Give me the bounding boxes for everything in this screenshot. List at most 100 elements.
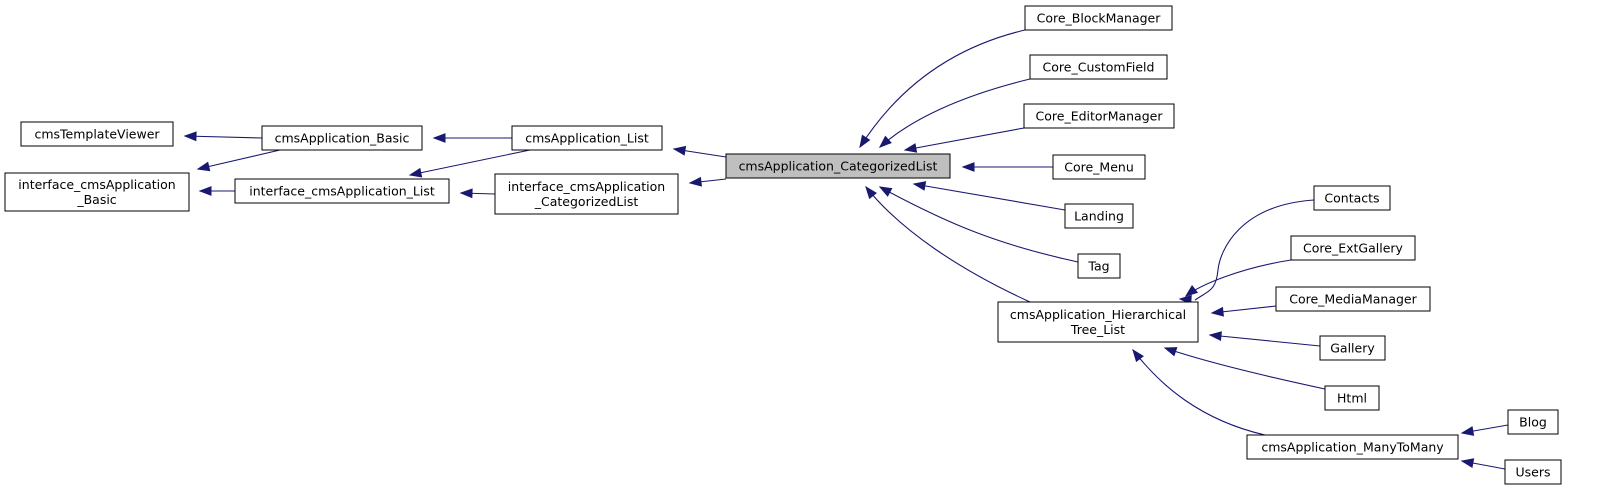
class-node-core-blockmanager[interactable]: Core_BlockManager bbox=[1024, 5, 1173, 31]
class-node-cmsapplication-list[interactable]: cmsApplication_List bbox=[511, 125, 663, 151]
arrowhead bbox=[865, 185, 877, 200]
node-box bbox=[1290, 235, 1416, 261]
node-label: Tag bbox=[1087, 259, 1109, 274]
arrowhead bbox=[1132, 348, 1144, 363]
arrowhead bbox=[859, 134, 871, 149]
arrowhead bbox=[408, 167, 423, 178]
node-label: interface_cmsApplication bbox=[18, 177, 175, 192]
class-node-core-customfield[interactable]: Core_CustomField bbox=[1029, 54, 1168, 80]
edge-core-extgallery-to-hier-tree bbox=[1184, 259, 1292, 297]
node-box bbox=[1324, 385, 1380, 411]
class-node-core-extgallery[interactable]: Core_ExtGallery bbox=[1290, 235, 1416, 261]
node-label: cmsApplication_Hierarchical bbox=[1010, 307, 1186, 322]
node-label: Landing bbox=[1074, 209, 1124, 224]
edge-core-blockmanager-to-cmsapplication-categorizedlist bbox=[859, 29, 1026, 149]
class-node-cmsapplication-basic[interactable]: cmsApplication_Basic bbox=[261, 125, 423, 151]
edge-gallery-to-hier-tree bbox=[1208, 331, 1321, 347]
node-box bbox=[494, 173, 679, 215]
edge-core-customfield-to-cmsapplication-categorizedlist bbox=[878, 78, 1031, 148]
edge-core-editormanager-to-cmsapplication-categorizedlist bbox=[903, 127, 1025, 153]
node-box bbox=[1275, 286, 1431, 312]
arrowhead bbox=[878, 186, 893, 197]
edge-iface-list-to-iface-basic bbox=[198, 186, 235, 196]
node-label: interface_cmsApplication_List bbox=[249, 184, 435, 199]
node-box bbox=[725, 153, 951, 179]
class-node-core-editormanager[interactable]: Core_EditorManager bbox=[1023, 103, 1175, 129]
edge-blog-to-cmsapplication-manytomany bbox=[1460, 424, 1509, 436]
node-label: interface_cmsApplication bbox=[508, 179, 665, 194]
class-node-iface-list[interactable]: interface_cmsApplication_List bbox=[234, 178, 450, 204]
arrowhead bbox=[183, 131, 197, 142]
class-node-contacts[interactable]: Contacts bbox=[1313, 185, 1391, 211]
node-box bbox=[4, 172, 190, 212]
class-node-tag[interactable]: Tag bbox=[1077, 253, 1121, 279]
class-node-cmstemplateviewer[interactable]: cmsTemplateViewer bbox=[20, 121, 174, 147]
node-box bbox=[261, 125, 423, 151]
node-label: Core_CustomField bbox=[1043, 60, 1155, 75]
node-box bbox=[511, 125, 663, 151]
node-box bbox=[1024, 5, 1173, 31]
node-label: Core_MediaManager bbox=[1289, 292, 1417, 307]
node-box bbox=[1507, 409, 1559, 435]
arrowhead bbox=[688, 176, 702, 187]
arrowhead bbox=[672, 145, 687, 156]
node-label: _CategorizedList bbox=[534, 194, 639, 209]
edge-cmsapplication-list-to-iface-list bbox=[408, 149, 531, 178]
edge-iface-catlist-to-iface-list bbox=[459, 188, 496, 199]
class-node-iface-basic[interactable]: interface_cmsApplication_Basic bbox=[4, 172, 190, 212]
edge-html-to-hier-tree bbox=[1163, 347, 1326, 390]
node-box bbox=[1029, 54, 1168, 80]
node-label: Core_BlockManager bbox=[1037, 11, 1162, 26]
node-box bbox=[1077, 253, 1121, 279]
arrowhead bbox=[1184, 285, 1199, 297]
arrowhead bbox=[432, 133, 446, 143]
arrowhead bbox=[878, 135, 892, 148]
node-label: cmsApplication_ManyToMany bbox=[1261, 440, 1444, 455]
node-label: Blog bbox=[1519, 415, 1547, 430]
edge-users-to-cmsapplication-manytomany bbox=[1460, 458, 1506, 470]
node-label: Tree_List bbox=[1070, 322, 1125, 337]
node-box bbox=[997, 301, 1199, 343]
arrowhead bbox=[1163, 347, 1178, 357]
edge-cmsapplication-categorizedlist-to-iface-catlist bbox=[688, 176, 727, 187]
node-box bbox=[1319, 335, 1386, 361]
edge-core-menu-to-cmsapplication-categorizedlist bbox=[961, 162, 1053, 172]
edge-cmsapplication-basic-to-iface-basic bbox=[196, 149, 281, 172]
node-box bbox=[1052, 154, 1146, 180]
node-box bbox=[1504, 459, 1562, 485]
node-box bbox=[20, 121, 174, 147]
class-node-cmsapplication-categorizedlist[interactable]: cmsApplication_CategorizedList bbox=[725, 153, 951, 179]
node-box bbox=[1023, 103, 1175, 129]
node-label: cmsApplication_List bbox=[525, 131, 649, 146]
node-box bbox=[1313, 185, 1391, 211]
arrowhead bbox=[198, 186, 212, 196]
class-node-core-menu[interactable]: Core_Menu bbox=[1052, 154, 1146, 180]
edges-layer bbox=[183, 29, 1509, 470]
class-node-landing[interactable]: Landing bbox=[1064, 203, 1134, 229]
edge-cmsapplication-basic-to-cmstemplateviewer bbox=[183, 131, 263, 142]
edge-hier-tree-to-cmsapplication-categorizedlist bbox=[865, 185, 1031, 303]
node-label: Core_ExtGallery bbox=[1303, 241, 1403, 256]
edge-core-mediamanager-to-hier-tree bbox=[1210, 305, 1277, 317]
arrowhead bbox=[1460, 458, 1475, 468]
node-label: _Basic bbox=[76, 192, 116, 207]
arrowhead bbox=[912, 181, 927, 191]
class-node-iface-catlist[interactable]: interface_cmsApplication_CategorizedList bbox=[494, 173, 679, 215]
nodes-layer: cmsTemplateViewer interface_cmsApplicatio… bbox=[4, 5, 1562, 485]
arrowhead bbox=[1460, 426, 1475, 436]
class-node-blog[interactable]: Blog bbox=[1507, 409, 1559, 435]
class-node-users[interactable]: Users bbox=[1504, 459, 1562, 485]
arrowhead bbox=[1210, 306, 1224, 317]
arrowhead bbox=[903, 143, 918, 153]
node-box bbox=[1246, 434, 1459, 460]
class-node-cmsapplication-manytomany[interactable]: cmsApplication_ManyToMany bbox=[1246, 434, 1459, 460]
class-node-core-mediamanager[interactable]: Core_MediaManager bbox=[1275, 286, 1431, 312]
node-label: Core_EditorManager bbox=[1036, 109, 1164, 124]
edge-tag-to-cmsapplication-categorizedlist bbox=[878, 186, 1079, 263]
class-node-html[interactable]: Html bbox=[1324, 385, 1380, 411]
node-label: cmsTemplateViewer bbox=[34, 127, 160, 142]
class-node-gallery[interactable]: Gallery bbox=[1319, 335, 1386, 361]
edge-cmsapplication-list-to-cmsapplication-basic bbox=[432, 133, 512, 143]
